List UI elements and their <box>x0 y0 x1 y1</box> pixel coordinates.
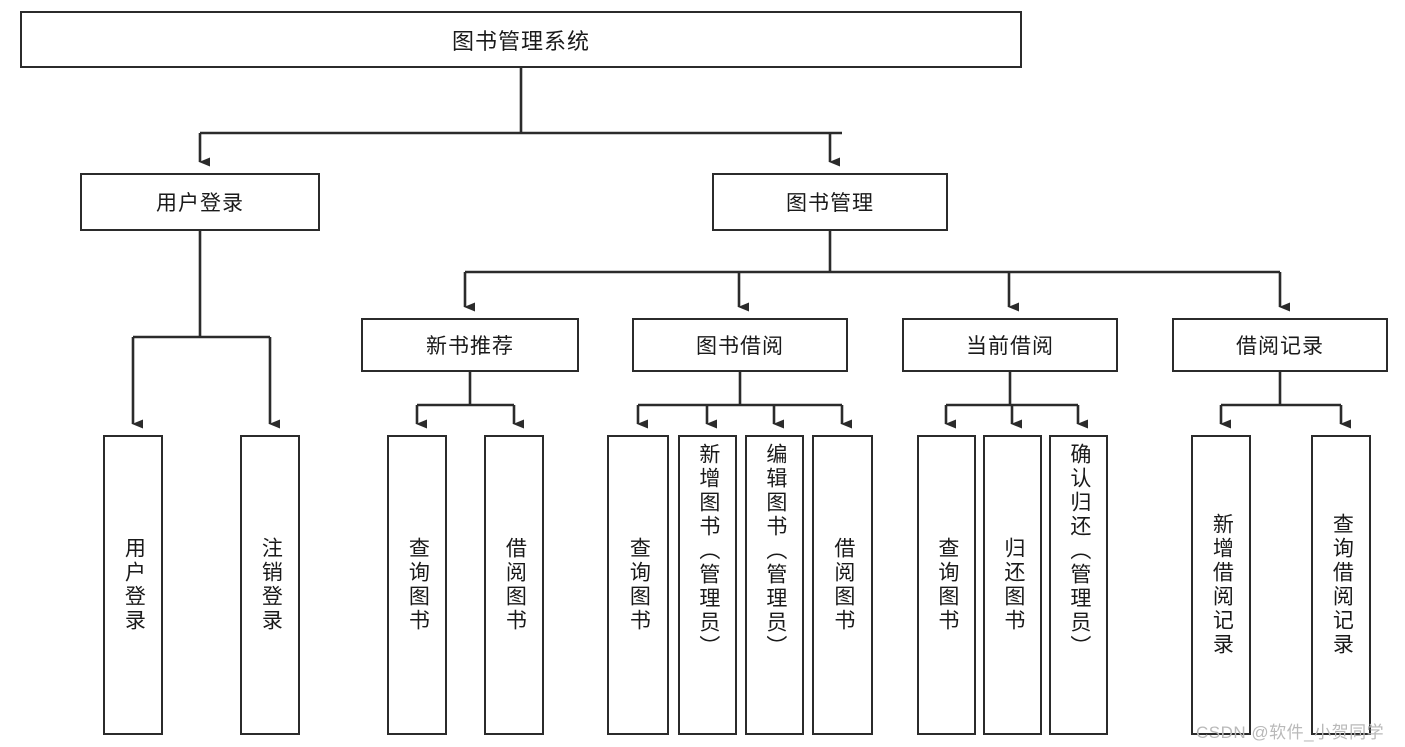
node-book-borrow[interactable]: 图书借阅 <box>632 318 848 372</box>
node-user-login-label: 用户登录 <box>156 192 244 215</box>
node-leaf-add-book-admin[interactable]: 新增图书（管理员） <box>678 435 737 735</box>
node-current-borrow-label: 当前借阅 <box>966 335 1054 358</box>
node-leaf-add-borrow-record-label: 新增借阅记录 <box>1210 513 1234 657</box>
node-root[interactable]: 图书管理系统 <box>20 11 1022 68</box>
node-current-borrow[interactable]: 当前借阅 <box>902 318 1118 372</box>
node-book-management-label: 图书管理 <box>786 192 874 215</box>
csdn-watermark: CSDN @软件_小贺同学 <box>1196 723 1385 742</box>
node-leaf-query-book-borrow-label: 查询图书 <box>627 537 651 633</box>
node-leaf-confirm-return-admin-label: 确认归还（管理员） <box>1067 443 1091 659</box>
node-leaf-query-borrow-record-label: 查询借阅记录 <box>1330 513 1354 657</box>
node-leaf-edit-book-admin-label: 编辑图书（管理员） <box>763 443 787 659</box>
node-book-borrow-label: 图书借阅 <box>696 335 784 358</box>
node-leaf-return-book-label: 归还图书 <box>1001 537 1025 633</box>
node-book-management[interactable]: 图书管理 <box>712 173 948 231</box>
node-borrow-record-label: 借阅记录 <box>1236 335 1324 358</box>
node-leaf-add-book-admin-label: 新增图书（管理员） <box>696 443 720 659</box>
node-leaf-borrow-book-label: 借阅图书 <box>831 537 855 633</box>
node-leaf-user-login[interactable]: 用户登录 <box>103 435 163 735</box>
node-new-book-recommend-label: 新书推荐 <box>426 335 514 358</box>
node-leaf-borrow-book[interactable]: 借阅图书 <box>812 435 873 735</box>
node-leaf-user-login-label: 用户登录 <box>122 537 146 633</box>
node-leaf-query-book-current[interactable]: 查询图书 <box>917 435 976 735</box>
node-leaf-return-book[interactable]: 归还图书 <box>983 435 1042 735</box>
node-leaf-query-book-borrow[interactable]: 查询图书 <box>607 435 669 735</box>
node-leaf-confirm-return-admin[interactable]: 确认归还（管理员） <box>1049 435 1108 735</box>
node-leaf-query-book-current-label: 查询图书 <box>935 537 959 633</box>
node-leaf-logout-label: 注销登录 <box>259 537 283 633</box>
node-leaf-query-borrow-record[interactable]: 查询借阅记录 <box>1311 435 1371 735</box>
node-leaf-edit-book-admin[interactable]: 编辑图书（管理员） <box>745 435 804 735</box>
node-user-login[interactable]: 用户登录 <box>80 173 320 231</box>
node-leaf-query-book-recommend-label: 查询图书 <box>406 537 430 633</box>
node-leaf-borrow-book-recommend[interactable]: 借阅图书 <box>484 435 544 735</box>
node-borrow-record[interactable]: 借阅记录 <box>1172 318 1388 372</box>
node-new-book-recommend[interactable]: 新书推荐 <box>361 318 579 372</box>
node-leaf-logout[interactable]: 注销登录 <box>240 435 300 735</box>
node-leaf-query-book-recommend[interactable]: 查询图书 <box>387 435 447 735</box>
node-leaf-borrow-book-recommend-label: 借阅图书 <box>503 537 527 633</box>
node-leaf-add-borrow-record[interactable]: 新增借阅记录 <box>1191 435 1251 735</box>
node-root-label: 图书管理系统 <box>451 28 590 54</box>
